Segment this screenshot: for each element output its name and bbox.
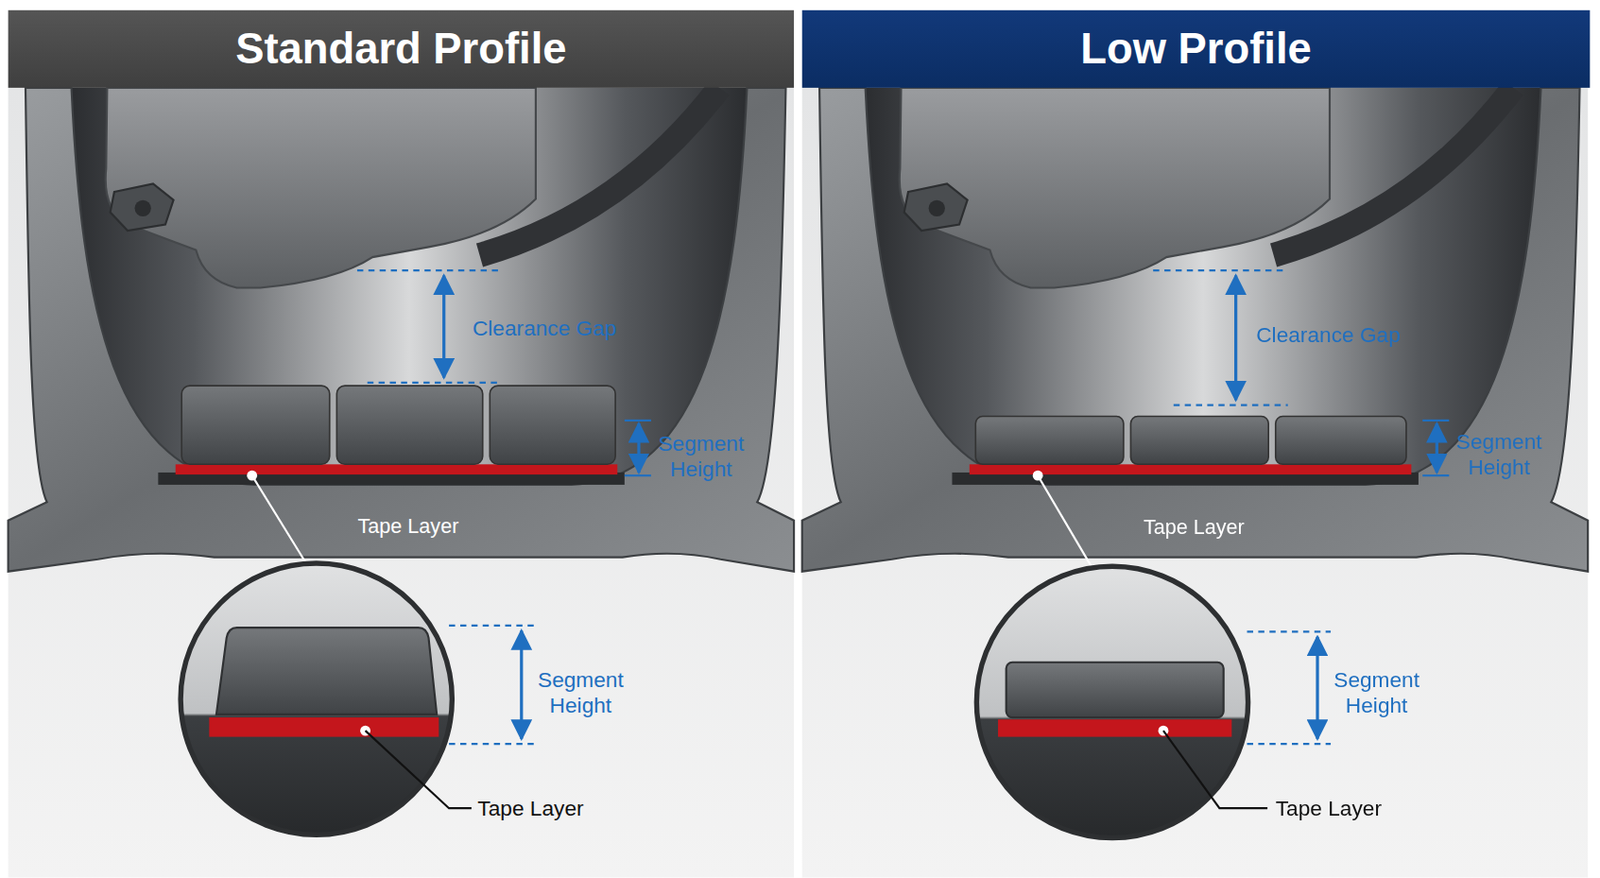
- dimension-label: Segment Height: [1325, 666, 1428, 718]
- dimension-label: Segment Height: [1447, 429, 1550, 481]
- part-label: Tape Layer: [477, 794, 584, 821]
- dimension-label: Clearance Gap: [1255, 321, 1401, 347]
- header-title: Standard Profile: [235, 24, 567, 74]
- part-label: Tape Layer: [357, 513, 459, 539]
- low-panel: [802, 87, 1588, 878]
- header-band: Standard Profile: [8, 10, 794, 88]
- dimension-label: Segment Height: [650, 430, 753, 482]
- header-band: Low Profile: [802, 10, 1591, 88]
- dimension-label: Segment Height: [529, 666, 632, 718]
- dimension-label: Clearance Gap: [472, 315, 618, 342]
- part-label: Tape Layer: [1275, 794, 1382, 821]
- part-label: Tape Layer: [1143, 514, 1245, 540]
- header-title: Low Profile: [1080, 24, 1311, 74]
- standard-panel: [8, 87, 794, 878]
